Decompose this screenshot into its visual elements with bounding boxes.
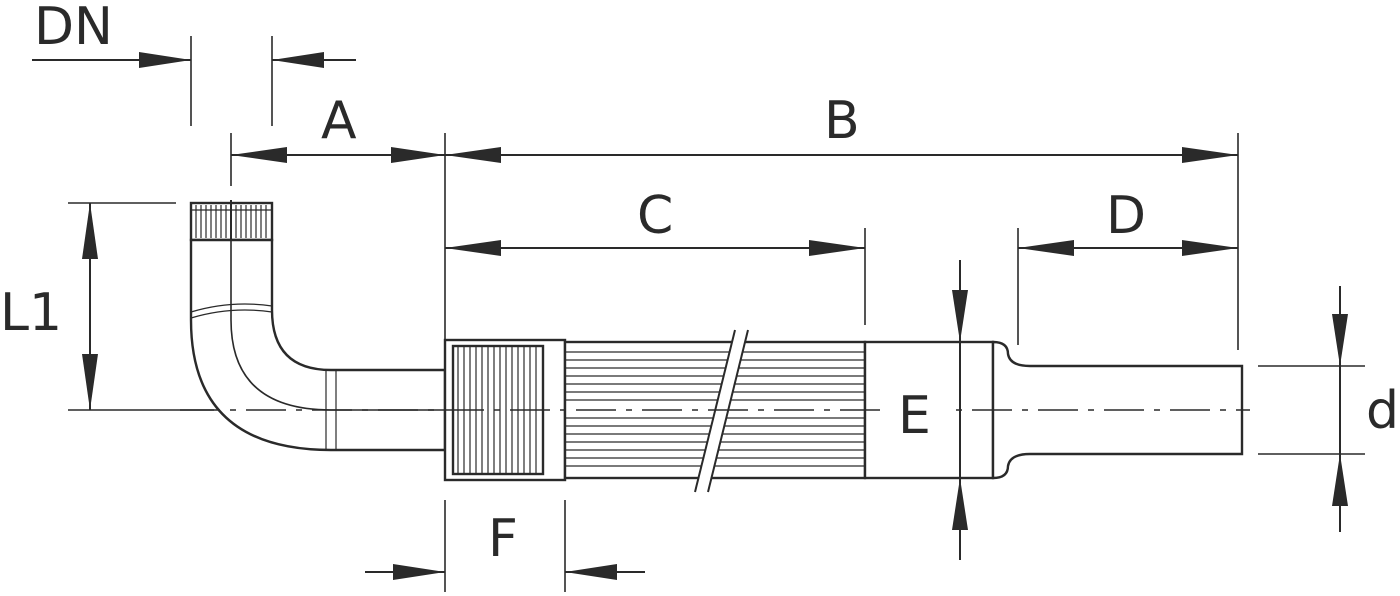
label-b: B [824, 91, 860, 151]
dimension-dn [32, 52, 356, 68]
dimension-d-upper [1018, 240, 1238, 256]
label-a: A [321, 91, 357, 151]
label-f: F [488, 509, 518, 569]
dimension-a [231, 147, 445, 163]
threaded-elbow [189, 200, 447, 452]
dimension-d-lower [1332, 286, 1348, 532]
dimension-b [445, 147, 1238, 163]
labels: DN A B C D L1 E d F [0, 0, 1399, 569]
dimension-e [952, 260, 968, 560]
dimension-f [365, 564, 645, 580]
label-c: C [637, 186, 673, 246]
label-d-upper: D [1106, 186, 1146, 246]
label-d-lower: d [1366, 381, 1399, 441]
label-e: E [898, 386, 931, 446]
dimension-c [445, 240, 865, 256]
main-body [443, 329, 1244, 493]
dimension-l1 [82, 203, 98, 410]
label-l1: L1 [0, 283, 62, 343]
label-dn: DN [34, 0, 113, 57]
